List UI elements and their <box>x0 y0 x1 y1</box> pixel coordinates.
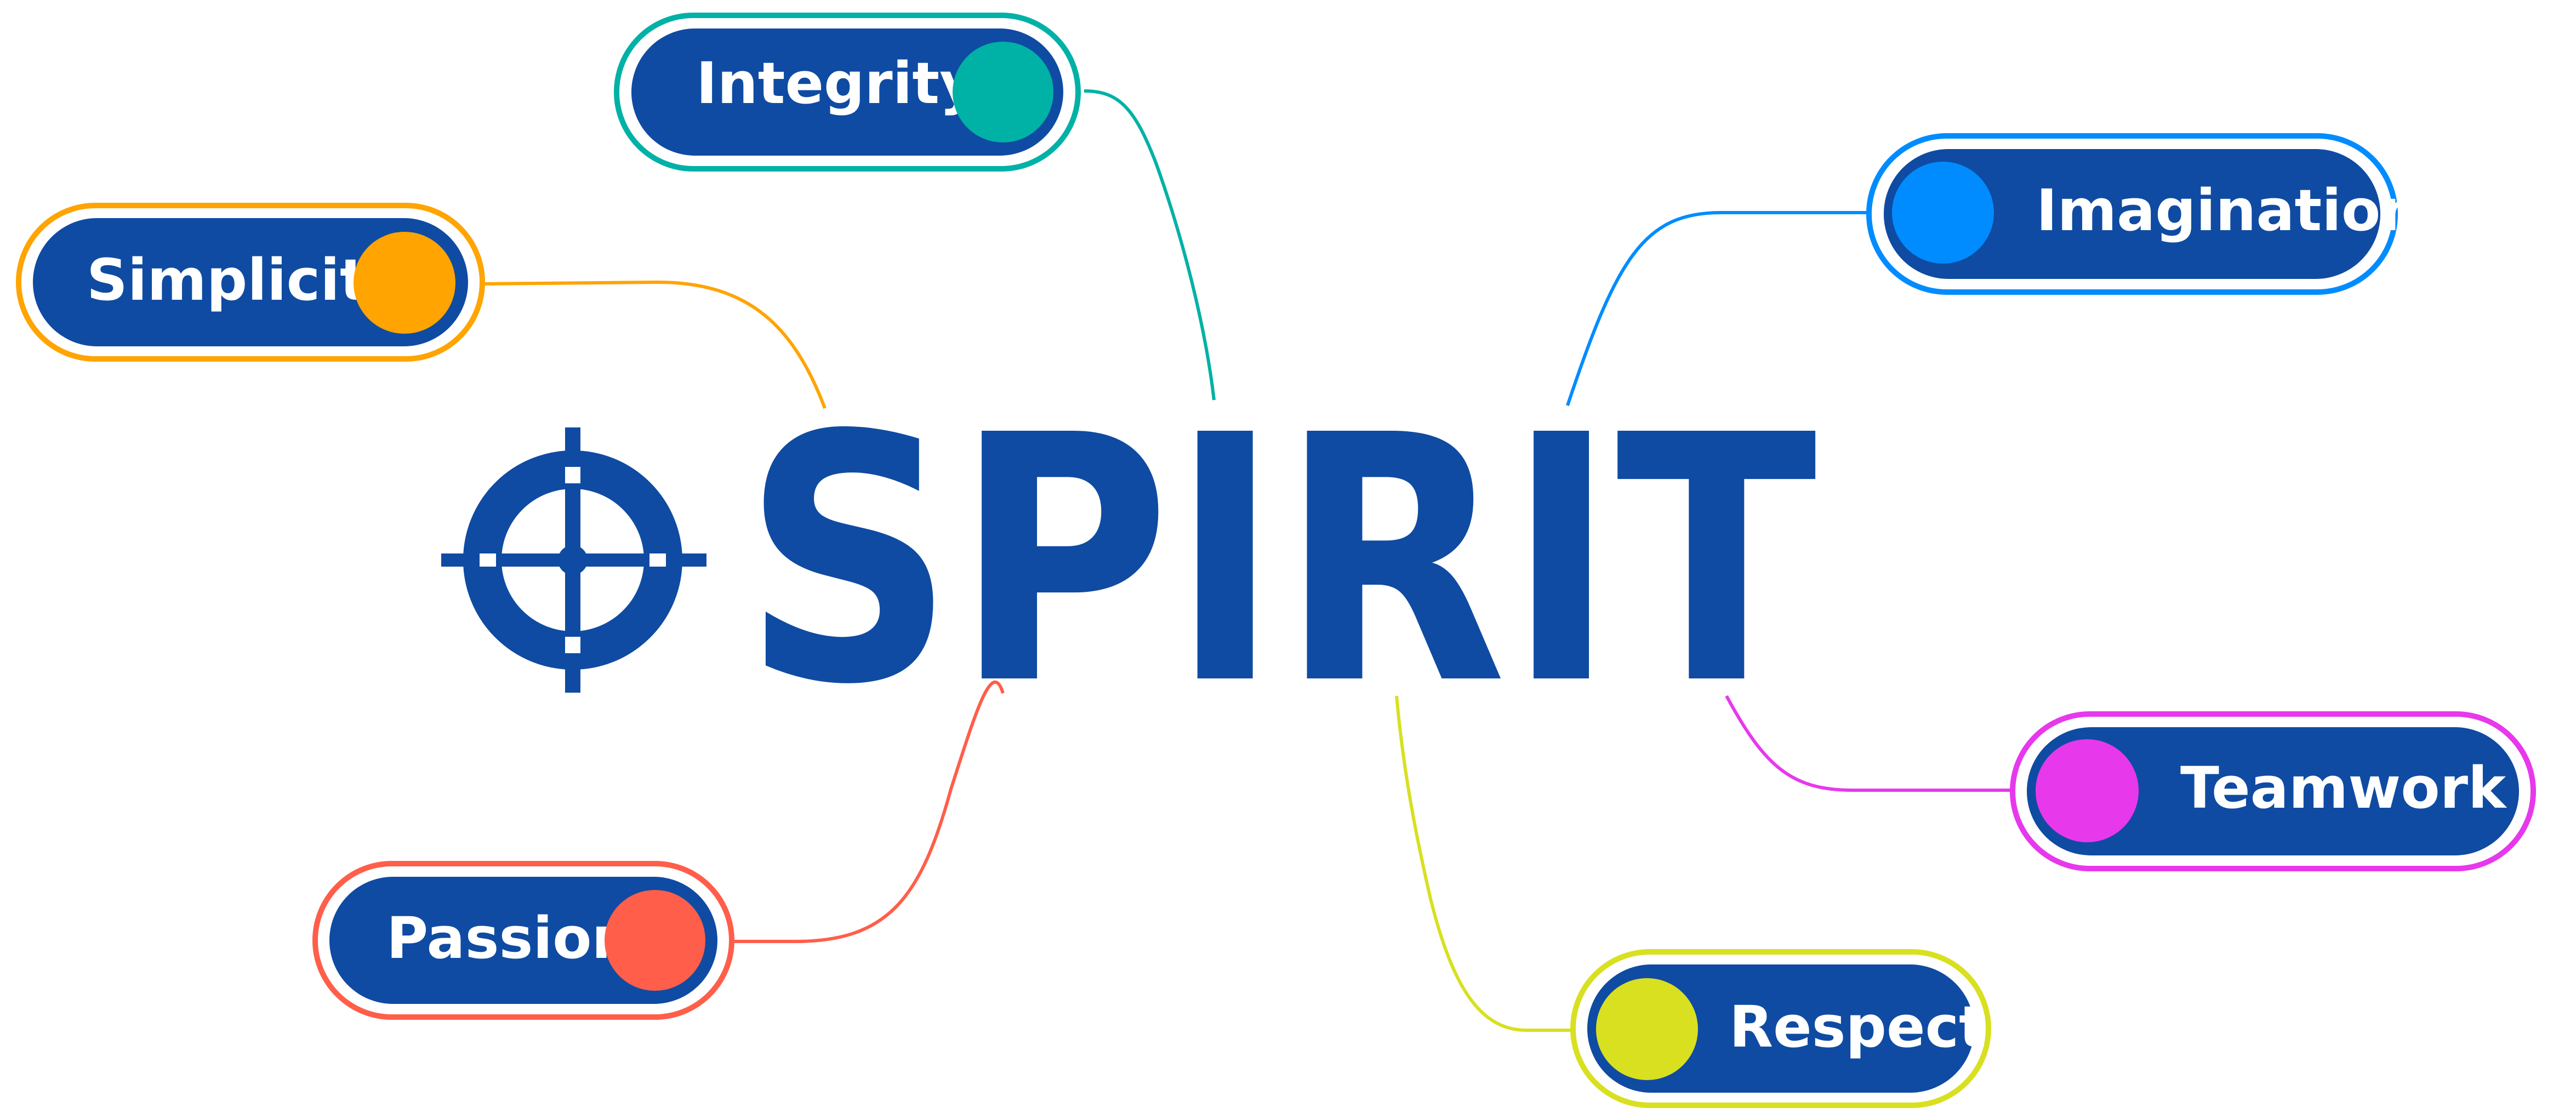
value-dot-teamwork <box>2036 739 2139 842</box>
value-dot-respect <box>1596 978 1698 1080</box>
value-pill-simplicity: Simplicity <box>16 203 485 362</box>
value-pill-respect: Respect <box>1570 949 1991 1108</box>
connector-integrity <box>1084 89 1216 401</box>
diagram-title: SPIRIT <box>743 364 1819 759</box>
connector-simplicity <box>482 280 827 409</box>
connector-imagination <box>1566 211 1869 406</box>
value-label-integrity: Integrity <box>696 50 977 117</box>
value-dot-passion <box>605 890 705 991</box>
value-dot-imagination <box>1892 162 1994 264</box>
value-pill-teamwork: Teamwork <box>2010 711 2536 871</box>
value-label-respect: Respect <box>1729 994 1986 1060</box>
value-pill-imagination: Imagination <box>1866 133 2421 295</box>
value-label-simplicity: Simplicity <box>87 247 404 313</box>
value-pill-passion: Passion <box>312 861 734 1020</box>
connector-teamwork <box>1725 695 2013 792</box>
value-dot-integrity <box>953 42 1053 142</box>
value-label-imagination: Imagination <box>2036 177 2421 244</box>
crosshair-target-icon <box>441 427 706 693</box>
value-dot-simplicity <box>354 232 455 334</box>
value-pill-integrity: Integrity <box>614 13 1081 172</box>
connector-passion <box>729 680 1005 943</box>
value-label-passion: Passion <box>386 905 632 972</box>
value-label-teamwork: Teamwork <box>2180 755 2507 821</box>
connector-respect <box>1395 695 1576 1032</box>
